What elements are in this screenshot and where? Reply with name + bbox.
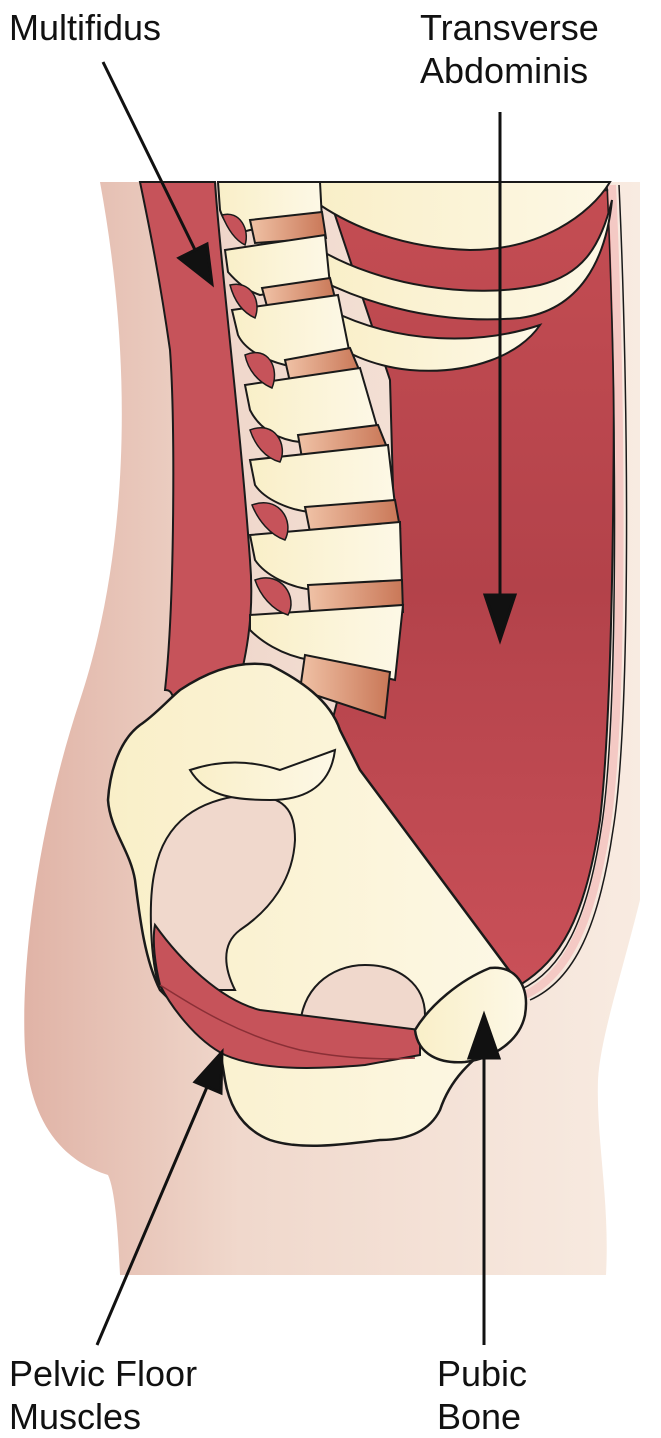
pelvic-label-line2: Muscles <box>9 1395 197 1438</box>
pubic-label-line1: Pubic <box>437 1352 527 1395</box>
transverse-label-line2: Abdominis <box>420 49 599 92</box>
pelvic-floor-label: Pelvic Floor Muscles <box>9 1352 197 1438</box>
transverse-abdominis-label: Transverse Abdominis <box>420 6 599 92</box>
pubic-bone-label: Pubic Bone <box>437 1352 527 1438</box>
pubic-label-line2: Bone <box>437 1395 527 1438</box>
multifidus-label-text: Multifidus <box>9 6 161 49</box>
multifidus-label: Multifidus <box>9 6 161 49</box>
transverse-label-line1: Transverse <box>420 6 599 49</box>
pelvic-label-line1: Pelvic Floor <box>9 1352 197 1395</box>
